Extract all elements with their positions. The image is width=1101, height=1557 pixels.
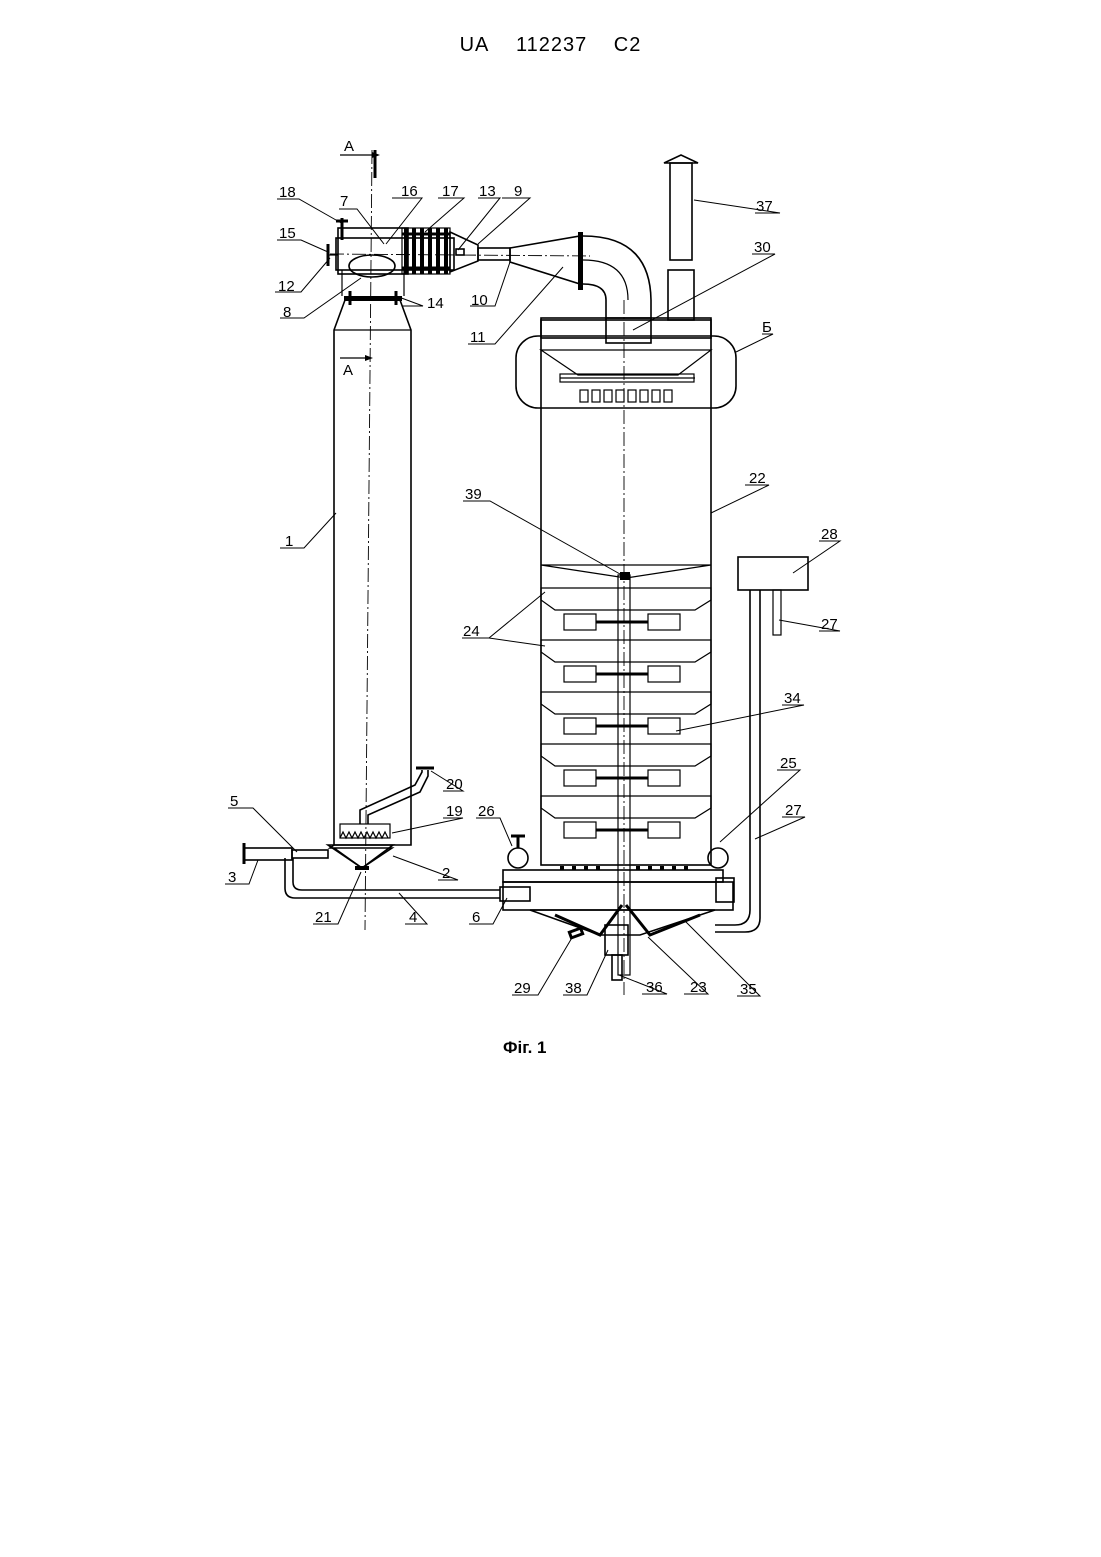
label-11: 11 bbox=[470, 329, 486, 346]
label-35: 35 bbox=[740, 981, 757, 998]
label-19: 19 bbox=[446, 803, 463, 820]
reactor-column bbox=[328, 270, 411, 870]
figure-caption: Фіг. 1 bbox=[503, 1038, 547, 1057]
reagent-tank bbox=[715, 557, 808, 932]
paddles bbox=[564, 614, 680, 838]
label-15: 15 bbox=[279, 225, 296, 242]
detail-mark: Б bbox=[762, 319, 772, 336]
label-24: 24 bbox=[463, 623, 480, 640]
label-30: 30 bbox=[754, 239, 771, 256]
label-23: 23 bbox=[690, 979, 707, 996]
label-16: 16 bbox=[401, 183, 418, 200]
label-27-top: 27 bbox=[821, 616, 838, 633]
label-38: 38 bbox=[565, 980, 582, 997]
label-25: 25 bbox=[780, 755, 797, 772]
label-34: 34 bbox=[784, 690, 801, 707]
burner-head bbox=[328, 150, 651, 361]
label-28: 28 bbox=[821, 526, 838, 543]
label-9: 9 bbox=[514, 183, 522, 200]
label-8: 8 bbox=[283, 304, 291, 321]
label-21: 21 bbox=[315, 909, 332, 926]
settling-vessel bbox=[503, 155, 736, 995]
label-12: 12 bbox=[278, 278, 295, 295]
label-13: 13 bbox=[479, 183, 496, 200]
label-39: 39 bbox=[465, 486, 482, 503]
label-36: 36 bbox=[646, 979, 663, 996]
label-5: 5 bbox=[230, 793, 238, 810]
section-mark-a-bottom: А bbox=[343, 362, 353, 379]
label-37: 37 bbox=[756, 198, 773, 215]
label-22: 22 bbox=[749, 470, 766, 487]
nozzles bbox=[580, 390, 672, 402]
label-1: 1 bbox=[285, 533, 293, 550]
label-18: 18 bbox=[279, 184, 296, 201]
label-26: 26 bbox=[478, 803, 495, 820]
label-6: 6 bbox=[472, 909, 480, 926]
label-10: 10 bbox=[471, 292, 488, 309]
section-mark-a-top: А bbox=[344, 138, 354, 155]
label-14: 14 bbox=[427, 295, 444, 312]
label-17: 17 bbox=[442, 183, 459, 200]
label-4: 4 bbox=[409, 909, 417, 926]
heating-coil bbox=[402, 228, 450, 274]
label-29: 29 bbox=[514, 980, 531, 997]
label-20: 20 bbox=[446, 776, 463, 793]
label-2: 2 bbox=[442, 865, 450, 882]
label-27-bottom: 27 bbox=[785, 802, 802, 819]
label-3: 3 bbox=[228, 869, 236, 886]
leader-lines bbox=[225, 198, 840, 996]
part-labels: А А Б 7 16 17 13 9 18 15 12 8 14 10 11 1… bbox=[228, 138, 838, 998]
feed-piping bbox=[244, 768, 530, 901]
label-7: 7 bbox=[340, 193, 348, 210]
